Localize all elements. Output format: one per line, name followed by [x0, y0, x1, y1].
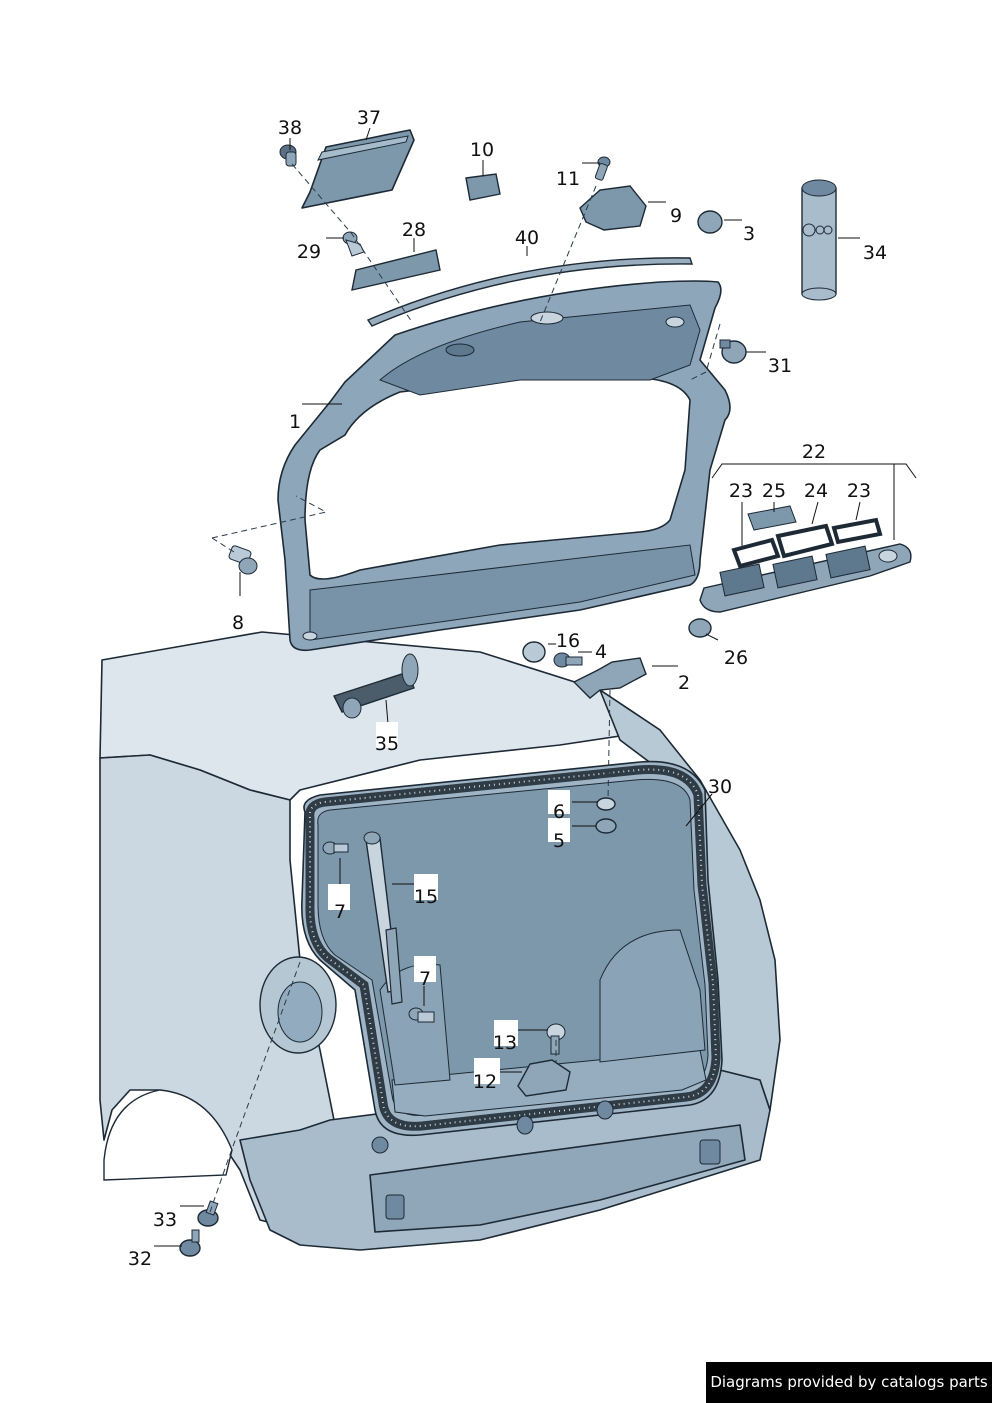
- leader-lines: [154, 127, 917, 1247]
- callout-30: 30: [708, 776, 732, 798]
- callout-28: 28: [402, 219, 426, 241]
- callout-7-upper: 7: [334, 901, 346, 923]
- callout-35: 35: [375, 733, 399, 755]
- callout-24: 24: [804, 480, 828, 502]
- lock-motor-9: [579, 185, 647, 231]
- callout-34: 34: [863, 242, 887, 264]
- callout-23-left: 23: [729, 480, 753, 502]
- callout-32: 32: [128, 1248, 152, 1270]
- callout-22: 22: [802, 441, 826, 463]
- callout-29: 29: [297, 241, 321, 263]
- callout-6: 6: [553, 801, 565, 823]
- wiring-grommet-35: [333, 653, 419, 719]
- striker-12: [517, 1059, 571, 1097]
- screw-33: [197, 1200, 219, 1227]
- bolt-4: [553, 652, 583, 668]
- callout-40: 40: [515, 227, 539, 249]
- button-3: [697, 210, 723, 234]
- callout-8: 8: [232, 612, 244, 634]
- callout-4: 4: [595, 641, 607, 663]
- callout-1: 1: [289, 411, 301, 433]
- trim-strip-28: [351, 249, 441, 291]
- callout-3: 3: [743, 223, 755, 245]
- ball-stud-7-upper: [322, 841, 349, 855]
- washer-6: [596, 797, 616, 811]
- hinge-2: [572, 657, 647, 699]
- callout-37: 37: [357, 107, 381, 129]
- callout-7-lower: 7: [419, 968, 431, 990]
- callout-16: 16: [556, 630, 580, 652]
- callout-11: 11: [556, 168, 580, 190]
- tailgate-panel: [277, 280, 731, 652]
- callout-23-right: 23: [847, 480, 871, 502]
- spray-can-34: [801, 179, 837, 301]
- bumper-stop-31: [719, 339, 747, 364]
- assembly-lines: [209, 163, 721, 1213]
- lamp-carrier-assembly: [688, 505, 912, 638]
- callout-12: 12: [473, 1071, 497, 1093]
- screw-11: [594, 156, 611, 181]
- screw-32: [179, 1229, 201, 1257]
- callout-26: 26: [724, 647, 748, 669]
- label-badges: [328, 722, 570, 1084]
- callout-9: 9: [670, 205, 682, 227]
- callout-2: 2: [678, 672, 690, 694]
- callout-10: 10: [470, 139, 494, 161]
- callout-15: 15: [414, 886, 438, 908]
- gas-strut-15: [363, 831, 403, 1005]
- rear-body-shell: [99, 631, 781, 1251]
- clip-29: [342, 231, 365, 257]
- callout-25: 25: [762, 480, 786, 502]
- ball-stud-7-lower: [408, 1007, 435, 1023]
- cap-16: [522, 641, 546, 663]
- callout-38: 38: [278, 117, 302, 139]
- cover-plate: [301, 129, 415, 209]
- bracket-10: [465, 173, 501, 201]
- callout-13: 13: [493, 1032, 517, 1054]
- credit-banner: Diagrams provided by catalogs parts: [706, 1362, 992, 1403]
- screw-38: [279, 144, 297, 167]
- bumper-8: [228, 545, 258, 575]
- callout-33: 33: [153, 1209, 177, 1231]
- nut-5: [595, 818, 617, 834]
- spoiler-strip: [366, 257, 693, 327]
- callout-labels: 38 37 10 11 9 3 34 29 28 40 31 1 22 23 2…: [128, 107, 887, 1270]
- callout-5: 5: [553, 830, 565, 852]
- callout-31: 31: [768, 355, 792, 377]
